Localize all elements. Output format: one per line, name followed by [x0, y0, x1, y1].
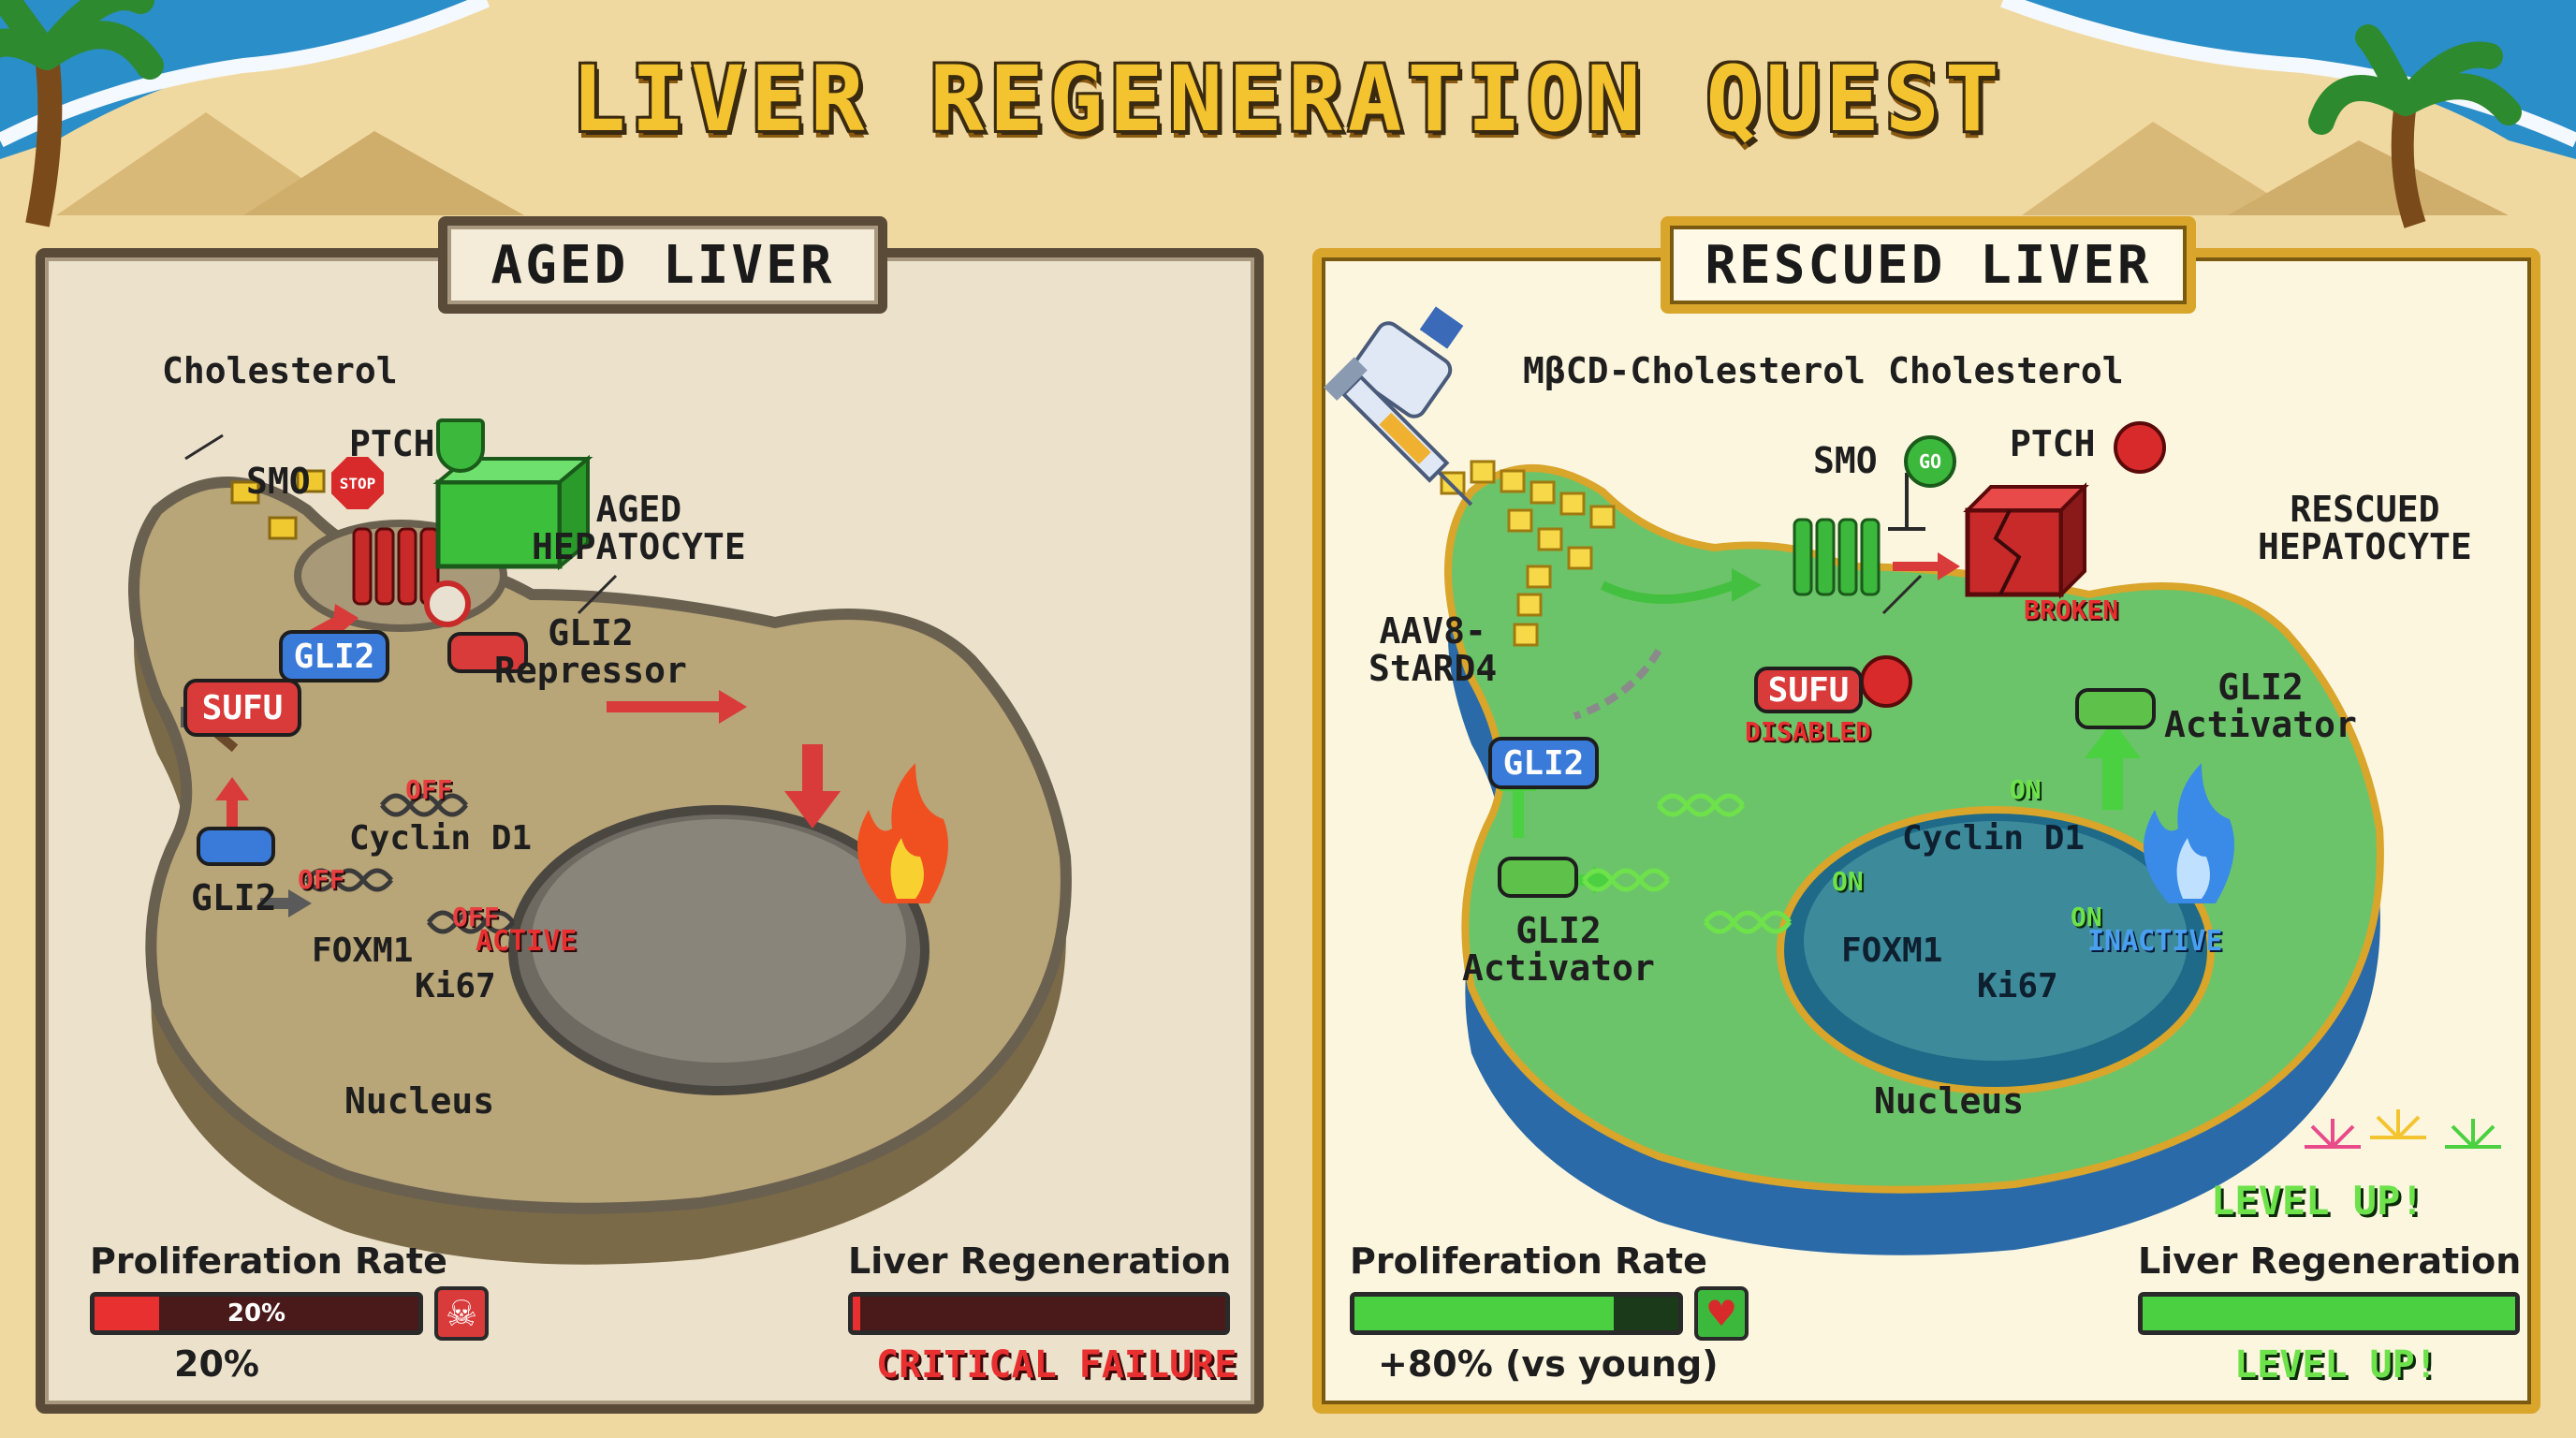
- aged-gli2-bottom-label: GLI2: [191, 877, 277, 918]
- shield-icon: [436, 418, 485, 473]
- ptch-broken-status: BROKEN: [2024, 594, 2119, 625]
- rescued-regen-bar: [2138, 1292, 2520, 1335]
- dna-icons-glowing: [1582, 793, 1792, 934]
- broken-ptch-icon: [1963, 482, 2089, 599]
- rescued-foxm1-state: ON: [1832, 866, 1864, 897]
- rescued-ki67-state: ON: [2071, 902, 2102, 932]
- rescued-gli2-activator-pill-left: [1498, 857, 1578, 898]
- go-badge-icon: GO: [1904, 435, 1956, 488]
- rescued-ptch-label: PTCH: [2010, 423, 2096, 464]
- rescued-prolif-bar: [1350, 1292, 1683, 1335]
- no-entry-icon: [2114, 421, 2166, 474]
- rescued-ki67-label: Ki67: [1977, 967, 2058, 1005]
- rescued-sufu-pill: SUFU: [1754, 667, 1863, 713]
- aged-gli2-pill: GLI2: [279, 630, 389, 682]
- aav-label: AAV8- StARD4: [1368, 610, 1498, 689]
- rescued-prolif-fill: [1354, 1297, 1614, 1330]
- rescued-liver-panel: RESCUED LIVER: [1312, 216, 2540, 1414]
- rescued-prolif-value: +80% (vs young): [1378, 1343, 1719, 1385]
- rescued-gli2-activator-left-label: GLI2 Activator: [1462, 910, 1655, 989]
- aged-regen-label: Liver Regeneration: [848, 1240, 1232, 1282]
- aged-panel-title: AGED LIVER: [438, 216, 887, 314]
- aged-regen-bar: [848, 1292, 1230, 1335]
- aged-ki67-label: Ki67: [415, 967, 496, 1005]
- cholesterol-chain: [1440, 460, 1616, 647]
- aged-gli2-inactive-pill: [197, 827, 275, 866]
- aged-liver-panel: AGED LIVER: [36, 216, 1264, 1414]
- rescued-regen-status: LEVEL UP!: [2234, 1343, 2437, 1387]
- skull-icon: ☠: [434, 1286, 489, 1341]
- rescued-fire-status: INACTIVE: [2087, 925, 2223, 958]
- fireworks-icon: [2305, 1109, 2501, 1149]
- blue-flame-icon: [2144, 763, 2234, 903]
- rescued-foxm1-label: FOXM1: [1841, 932, 1943, 970]
- aged-nucleus-label: Nucleus: [344, 1080, 495, 1122]
- rescued-gli2-pill: GLI2: [1488, 737, 1599, 789]
- level-up-top: LEVEL UP!: [2211, 1178, 2424, 1224]
- aged-cyclin-state: OFF: [405, 774, 453, 805]
- aged-cyclin-label: Cyclin D1: [349, 819, 533, 858]
- sufu-disabled-status: DISABLED: [1745, 716, 1871, 747]
- aged-prolif-value: 20%: [174, 1343, 259, 1385]
- aged-hepatocyte-label: AGED HEPATOCYTE: [532, 489, 746, 567]
- aged-prolif-bar-text: 20%: [227, 1299, 286, 1328]
- rescued-gli2-activator-pill-top: [2075, 688, 2156, 729]
- game-title: LIVER REGENERATION QUEST: [571, 47, 2005, 152]
- aged-gli2-repressor-pill: [447, 632, 528, 673]
- aged-foxm1-label: FOXM1: [312, 932, 414, 970]
- sufu-no-entry-icon: [1860, 655, 1912, 708]
- rescued-cyclin-state: ON: [2010, 774, 2042, 805]
- rescued-regen-label: Liver Regeneration: [2138, 1240, 2522, 1282]
- rescued-gli2-activator-top-label: GLI2 Activator: [2164, 667, 2357, 745]
- aged-ptch-label: PTCH: [349, 423, 435, 464]
- aged-ki67-state: OFF: [452, 902, 500, 932]
- syringe-icon: [1324, 357, 1473, 506]
- stop-sign-icon: STOP: [331, 457, 384, 509]
- smo-receptor-green-icon: [1793, 518, 1881, 596]
- aged-prolif-label: Proliferation Rate: [90, 1240, 447, 1282]
- aged-smo-label: SMO: [246, 461, 311, 502]
- rescued-hepatocyte-label: RESCUED HEPATOCYTE: [2258, 489, 2472, 567]
- aged-sufu-pill: SUFU: [183, 679, 301, 737]
- rescued-cholesterol-label: Cholesterol: [1888, 350, 2124, 391]
- aged-regen-fill: [853, 1297, 860, 1330]
- aged-gli2-repressor-label: GLI2 Repressor: [494, 612, 687, 691]
- heart-icon: ♥: [1694, 1286, 1749, 1341]
- rescued-regen-fill: [2143, 1297, 2515, 1330]
- aged-cell-diagram: [128, 433, 1072, 1265]
- aged-prolif-fill: [95, 1297, 160, 1330]
- mbcd-cholesterol-label: MβCD-Cholesterol: [1523, 350, 1866, 391]
- rescued-cyclin-label: Cyclin D1: [1902, 819, 2086, 858]
- rescued-nucleus-label: Nucleus: [1874, 1080, 2025, 1122]
- aged-prolif-bar: 20%: [90, 1292, 423, 1335]
- rescued-panel-title: RESCUED LIVER: [1661, 216, 2196, 314]
- dna-icons: [305, 793, 515, 934]
- rescued-smo-label: SMO: [1813, 440, 1878, 481]
- aged-foxm1-state: OFF: [298, 864, 345, 895]
- aged-cholesterol-label: Cholesterol: [162, 350, 398, 391]
- aged-fire-status: ACTIVE: [476, 925, 578, 958]
- rescued-prolif-label: Proliferation Rate: [1350, 1240, 1707, 1282]
- fire-icon: [857, 763, 948, 903]
- aged-regen-status: CRITICAL FAILURE: [876, 1343, 1237, 1387]
- ptch-block-icon: [432, 454, 593, 571]
